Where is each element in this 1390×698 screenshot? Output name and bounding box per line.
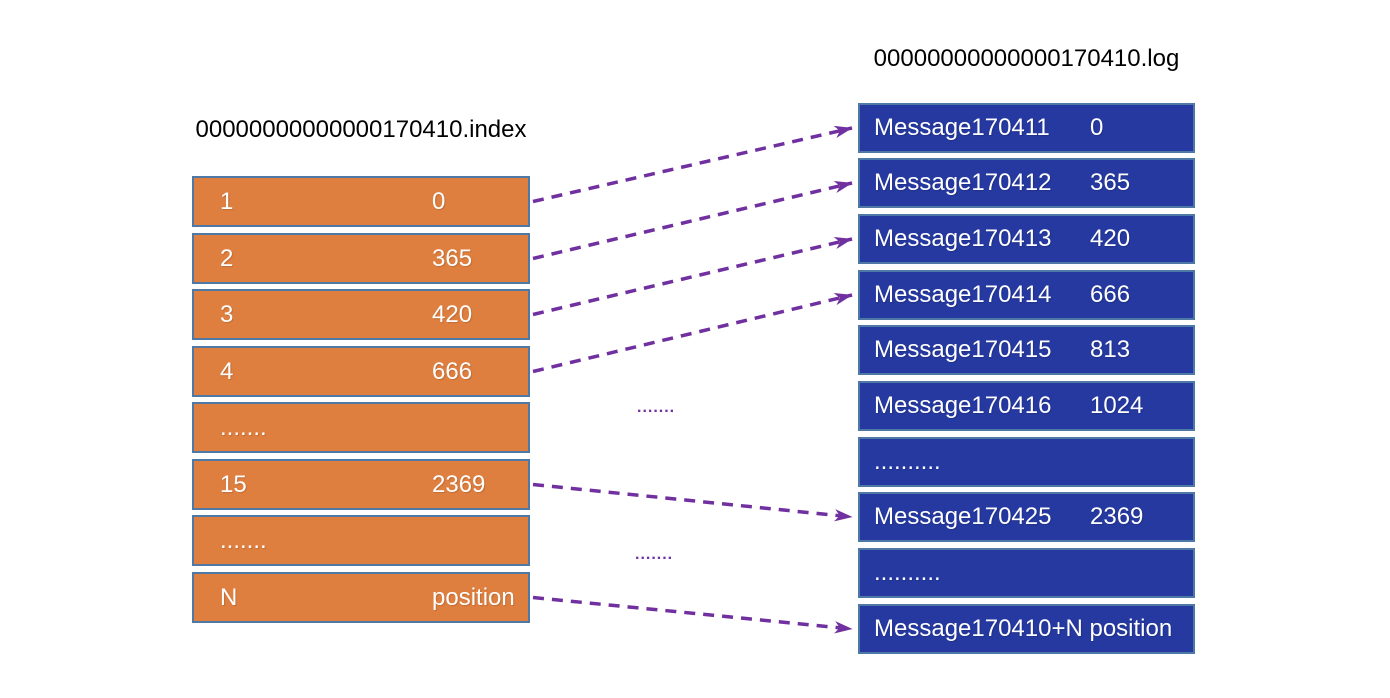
index-row-position: 365 (432, 244, 473, 272)
index-row-offset: 4 (220, 357, 234, 385)
log-row-position: 1024 (1090, 392, 1144, 419)
log-row-message: Message170416 (874, 392, 1052, 419)
log-row: Message170414 666 (858, 270, 1195, 320)
index-row-offset: ....... (220, 526, 267, 554)
log-row-message: Message170414 (874, 281, 1052, 308)
index-row-offset: 15 (220, 470, 247, 498)
log-row-position: 666 (1090, 281, 1131, 308)
log-row: Message170413 420 (858, 214, 1195, 264)
index-row-position: 666 (432, 357, 473, 385)
mapping-arrow (532, 236, 853, 317)
log-row-position: 420 (1090, 225, 1131, 252)
log-row: .......... (858, 548, 1195, 598)
log-row: Message170411 0 (858, 103, 1195, 153)
log-row-position: 0 (1090, 114, 1104, 141)
mapping-arrow (532, 595, 853, 634)
index-row: 15 2369 (192, 459, 530, 510)
mapping-arrow (532, 180, 853, 261)
index-row: ....... (192, 515, 530, 566)
index-row-offset: 1 (220, 187, 234, 215)
index-row: 4 666 (192, 346, 530, 397)
log-row-message: Message170415 (874, 336, 1052, 363)
log-row-position: 365 (1090, 169, 1131, 196)
log-row-message: Message170411 (874, 114, 1050, 141)
index-row-offset: N (220, 583, 238, 611)
ellipsis-lower: ....... (635, 546, 674, 563)
log-row-message: Message170412 (874, 169, 1052, 196)
log-row-message: Message170413 (874, 225, 1052, 252)
log-row-position: 813 (1090, 336, 1131, 363)
log-row: Message170416 1024 (858, 381, 1195, 431)
index-row-position: position (432, 583, 515, 611)
index-row-position: 420 (432, 300, 473, 328)
mapping-arrow (532, 293, 853, 374)
log-row-message: Message170425 (874, 503, 1052, 530)
log-row: .......... (858, 437, 1195, 487)
mapping-arrow (532, 482, 853, 522)
log-row-message: .......... (874, 448, 941, 475)
log-file-title: 00000000000000170410.log (873, 45, 1180, 72)
index-row-offset: 2 (220, 244, 234, 272)
log-row: Message170425 2369 (858, 492, 1195, 542)
mapping-arrow (532, 125, 853, 204)
index-file-title: 00000000000000170410.index (195, 116, 527, 143)
index-row-position: 0 (432, 187, 446, 215)
log-row-position: 2369 (1090, 503, 1144, 530)
index-row: ....... (192, 402, 530, 453)
log-row: Message170410+N position (858, 604, 1195, 654)
log-row-message: .......... (874, 559, 941, 586)
index-row: 3 420 (192, 289, 530, 340)
log-row: Message170415 813 (858, 325, 1195, 375)
index-row-position: 2369 (432, 470, 486, 498)
index-row-offset: 3 (220, 300, 234, 328)
index-row-offset: ....... (220, 413, 267, 441)
log-row-message: Message170410+N position (874, 615, 1173, 642)
index-row: 2 365 (192, 233, 530, 284)
log-row: Message170412 365 (858, 158, 1195, 208)
ellipsis-upper: ....... (637, 399, 676, 416)
